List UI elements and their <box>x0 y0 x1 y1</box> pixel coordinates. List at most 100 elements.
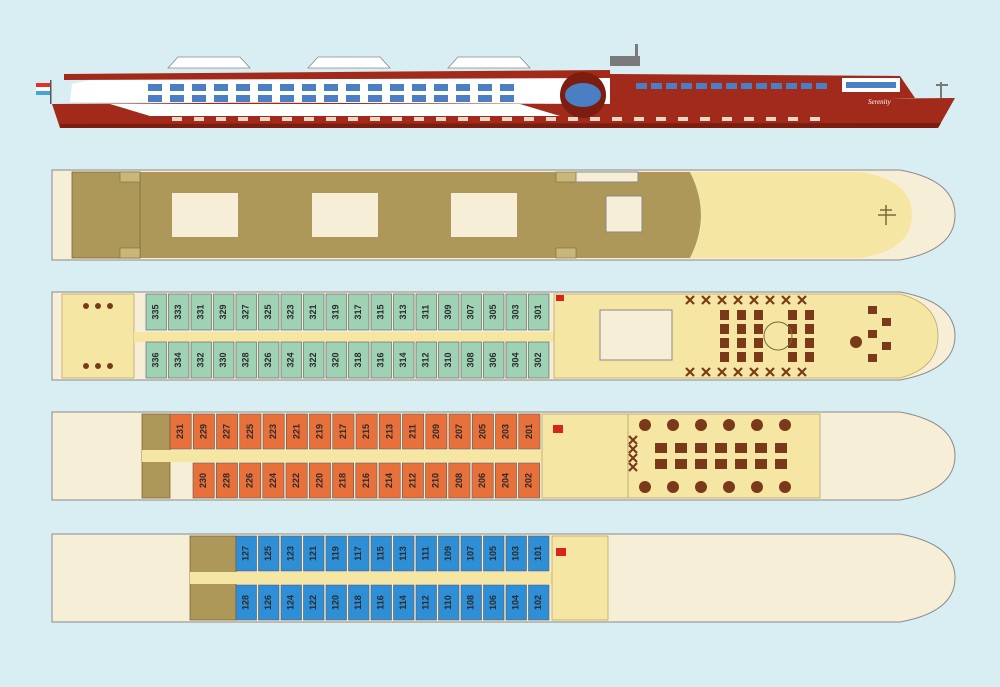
cabin[interactable]: 335 <box>145 293 167 331</box>
cabin[interactable]: 226 <box>239 462 262 499</box>
cabin-room[interactable] <box>415 535 437 572</box>
cabin-room[interactable] <box>528 341 550 379</box>
cabin[interactable]: 120 <box>325 584 347 621</box>
cabin-room[interactable] <box>280 293 302 331</box>
cabin-room[interactable] <box>438 341 460 379</box>
cabin[interactable]: 326 <box>258 341 280 379</box>
cabin[interactable]: 315 <box>370 293 392 331</box>
cabin[interactable]: 314 <box>393 341 415 379</box>
cabin[interactable]: 336 <box>145 341 167 379</box>
cabin[interactable]: 211 <box>402 413 425 450</box>
cabin[interactable]: 313 <box>393 293 415 331</box>
cabin-room[interactable] <box>280 341 302 379</box>
cabin[interactable]: 212 <box>401 462 424 499</box>
cabin[interactable]: 118 <box>348 584 370 621</box>
cabin[interactable]: 107 <box>460 535 482 572</box>
cabin-room[interactable] <box>518 413 541 450</box>
cabin-room[interactable] <box>235 293 257 331</box>
cabin[interactable]: 210 <box>425 462 448 499</box>
cabin-room[interactable] <box>393 535 415 572</box>
cabin[interactable]: 218 <box>332 462 355 499</box>
cabin-room[interactable] <box>168 293 190 331</box>
cabin[interactable]: 312 <box>415 341 437 379</box>
cabin-room[interactable] <box>145 293 167 331</box>
cabin[interactable]: 207 <box>448 413 471 450</box>
cabin-room[interactable] <box>348 535 370 572</box>
cabin[interactable]: 217 <box>332 413 355 450</box>
cabin-room[interactable] <box>190 341 212 379</box>
cabin-room[interactable] <box>415 341 437 379</box>
cabin-room[interactable] <box>483 293 505 331</box>
cabin-room[interactable] <box>325 535 347 572</box>
cabin-room[interactable] <box>145 341 167 379</box>
cabin-room[interactable] <box>425 462 448 499</box>
cabin[interactable]: 301 <box>528 293 550 331</box>
cabin[interactable]: 127 <box>235 535 257 572</box>
cabin[interactable]: 309 <box>438 293 460 331</box>
cabin-room[interactable] <box>303 293 325 331</box>
cabin[interactable]: 108 <box>460 584 482 621</box>
cabin[interactable]: 121 <box>303 535 325 572</box>
cabin[interactable]: 216 <box>355 462 378 499</box>
cabin-room[interactable] <box>303 584 325 621</box>
cabin-room[interactable] <box>213 293 235 331</box>
cabin-room[interactable] <box>239 413 262 450</box>
cabin-room[interactable] <box>239 462 262 499</box>
cabin[interactable]: 202 <box>518 462 541 499</box>
cabin-room[interactable] <box>325 293 347 331</box>
cabin[interactable]: 225 <box>239 413 262 450</box>
cabin-room[interactable] <box>213 341 235 379</box>
cabin[interactable]: 331 <box>190 293 212 331</box>
cabin-room[interactable] <box>348 293 370 331</box>
cabin[interactable]: 220 <box>308 462 331 499</box>
cabin[interactable]: 219 <box>309 413 332 450</box>
cabin-room[interactable] <box>393 341 415 379</box>
cabin[interactable]: 231 <box>169 413 192 450</box>
cabin[interactable]: 305 <box>483 293 505 331</box>
cabin-room[interactable] <box>460 341 482 379</box>
cabin[interactable]: 322 <box>303 341 325 379</box>
cabin[interactable]: 230 <box>192 462 215 499</box>
cabin-room[interactable] <box>280 535 302 572</box>
cabin[interactable]: 229 <box>192 413 215 450</box>
cabin[interactable]: 109 <box>438 535 460 572</box>
cabin[interactable]: 126 <box>258 584 280 621</box>
cabin-room[interactable] <box>393 584 415 621</box>
cabin[interactable]: 119 <box>325 535 347 572</box>
cabin[interactable]: 113 <box>393 535 415 572</box>
cabin-room[interactable] <box>483 341 505 379</box>
cabin-room[interactable] <box>460 535 482 572</box>
cabin-room[interactable] <box>308 462 331 499</box>
cabin[interactable]: 112 <box>415 584 437 621</box>
cabin-room[interactable] <box>258 293 280 331</box>
cabin-room[interactable] <box>378 462 401 499</box>
cabin-room[interactable] <box>438 535 460 572</box>
cabin-room[interactable] <box>415 293 437 331</box>
cabin[interactable]: 318 <box>348 341 370 379</box>
cabin[interactable]: 333 <box>168 293 190 331</box>
cabin-room[interactable] <box>483 535 505 572</box>
cabin[interactable]: 321 <box>303 293 325 331</box>
cabin[interactable]: 302 <box>528 341 550 379</box>
cabin[interactable]: 316 <box>370 341 392 379</box>
cabin-room[interactable] <box>518 462 541 499</box>
cabin-room[interactable] <box>460 584 482 621</box>
cabin-room[interactable] <box>192 462 215 499</box>
cabin[interactable]: 201 <box>518 413 541 450</box>
cabin-room[interactable] <box>325 341 347 379</box>
cabin[interactable]: 128 <box>235 584 257 621</box>
cabin-room[interactable] <box>505 293 527 331</box>
cabin[interactable]: 209 <box>425 413 448 450</box>
cabin-room[interactable] <box>355 462 378 499</box>
cabin[interactable]: 203 <box>495 413 518 450</box>
cabin[interactable]: 206 <box>471 462 494 499</box>
cabin-room[interactable] <box>393 293 415 331</box>
cabin-room[interactable] <box>216 413 239 450</box>
cabin-room[interactable] <box>258 584 280 621</box>
cabin[interactable]: 303 <box>505 293 527 331</box>
cabin[interactable]: 101 <box>528 535 550 572</box>
cabin-room[interactable] <box>483 584 505 621</box>
cabin-room[interactable] <box>471 413 494 450</box>
cabin-room[interactable] <box>370 584 392 621</box>
cabin-room[interactable] <box>190 293 212 331</box>
